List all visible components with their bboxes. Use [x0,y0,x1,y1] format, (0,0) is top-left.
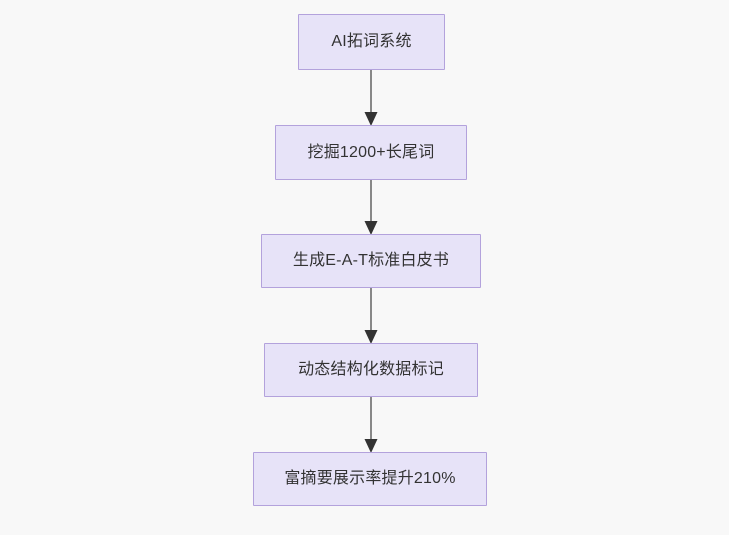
edge-arrow-3 [364,288,378,344]
edge-arrow-2 [364,180,378,235]
flow-node-label: 挖掘1200+长尾词 [307,143,435,161]
flow-node-ai-keyword-system[interactable]: AI拓词系统 [298,14,445,70]
arrowhead-2 [364,221,378,235]
flow-node-label: AI拓词系统 [331,33,412,51]
edge-arrow-4 [364,397,378,453]
arrowhead-3 [364,330,378,344]
flow-node-mine-longtail-keywords[interactable]: 挖掘1200+长尾词 [275,125,467,180]
arrowhead-1 [364,112,378,126]
flow-node-rich-snippet-impression-lift[interactable]: 富摘要展示率提升210% [253,452,487,506]
flow-node-label: 富摘要展示率提升210% [284,470,456,488]
flow-node-label: 生成E-A-T标准白皮书 [292,252,450,270]
arrowhead-4 [364,439,378,453]
flow-node-dynamic-structured-data-markup[interactable]: 动态结构化数据标记 [264,343,478,397]
flow-node-label: 动态结构化数据标记 [298,361,444,379]
edge-arrow-1 [364,70,378,126]
flow-node-generate-eat-whitepaper[interactable]: 生成E-A-T标准白皮书 [261,234,481,288]
